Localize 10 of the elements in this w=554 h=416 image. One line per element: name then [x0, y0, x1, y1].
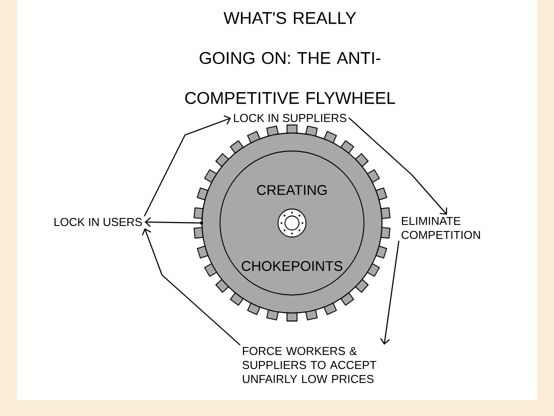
step-label: LOCK IN USERS [54, 218, 142, 226]
step-label: FORCE WORKERS & SUPPLIERS TO ACCEPT UNFAIRLY LOW PRICES [242, 346, 376, 384]
step-label: ELIMINATE COMPETITION [402, 217, 480, 239]
arrow [380, 240, 400, 345]
arrow [348, 117, 448, 215]
step-label: LOCK IN SUPPLIERS [234, 114, 346, 122]
arrow [144, 217, 200, 227]
arrow [144, 115, 231, 216]
arrow [142, 228, 240, 346]
title: WHAT'S REALLY GOING ON: THE ANTI-COMPETITIVE FLYWHEEL [185, 12, 396, 104]
